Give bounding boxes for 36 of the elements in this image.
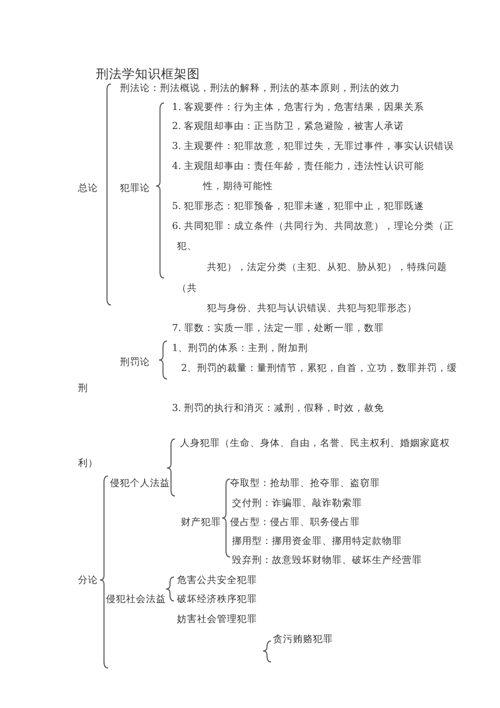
outline-text: 侵犯社会法益 bbox=[106, 593, 166, 606]
outline-text: 人身犯罪（生命、身体、自由，名誉、民主权利、婚姻家庭权 bbox=[180, 437, 450, 450]
outline-text: 2. 客观阻却事由：正当防卫，紧急避险，被害人承诺 bbox=[172, 120, 404, 133]
outline-text: （共 bbox=[177, 282, 197, 295]
outline-text: 3. 刑罚的执行和消灭：减刑，假释，时效，赦免 bbox=[172, 402, 384, 415]
outline-text: 4. 主观阻却事由：责任年龄，责任能力，违法性认识可能 bbox=[172, 160, 424, 173]
outline-text: 分论 bbox=[78, 574, 98, 587]
outline-text: 刑罚论 bbox=[120, 356, 150, 369]
outline-text: 犯罪论 bbox=[120, 182, 150, 195]
outline-text: 3. 主观要件：犯罪故意，犯罪过失，无罪过事件，事实认识错误 bbox=[172, 140, 454, 153]
outline-text: 1. 客观要件：行为主体，危害行为，危害结果，因果关系 bbox=[172, 101, 424, 114]
outline-text: 夺取型：抢劫罪、抢夺罪、盗窃罪 bbox=[230, 477, 380, 490]
outline-text: 性，期待可能性 bbox=[203, 180, 273, 193]
outline-text: 7. 罪数：实质一罪，法定一罪，处断一罪，数罪 bbox=[172, 322, 384, 335]
outline-text: 6. 共同犯罪：成立条件（共同行为、共同故意），理论分类（正 bbox=[172, 220, 454, 233]
outline-text: 危害公共安全犯罪 bbox=[177, 574, 257, 587]
outline-text: 共犯），法定分类（主犯、从犯、胁从犯），特殊问题 bbox=[207, 261, 447, 274]
title: 刑法学知识框架图 bbox=[96, 66, 200, 81]
outline-text: 犯、 bbox=[177, 240, 197, 253]
outline-text: 总论 bbox=[78, 182, 98, 195]
outline-text: 挪用型：挪用资金罪、挪用特定款物罪 bbox=[232, 535, 402, 548]
outline-text: 破坏经济秩序犯罪 bbox=[177, 593, 257, 606]
outline-text: 2、刑罚的裁量：量刑情节，累犯，自首，立功，数罪并罚，缓 bbox=[181, 362, 458, 375]
outline-text: 利） bbox=[78, 457, 98, 470]
outline-text: 5. 犯罪形态：犯罪预备，犯罪未遂，犯罪中止，犯罪既遂 bbox=[172, 200, 424, 213]
outline-text: 交付刑：诈骗罪、敲诈勒索罪 bbox=[232, 497, 362, 510]
outline-text: 侵犯个人法益 bbox=[110, 477, 170, 490]
outline-text: 妨害社会管理犯罪 bbox=[177, 613, 257, 626]
outline-text: 毁弃刑：故意毁坏财物罪、破坏生产经营罪 bbox=[232, 554, 422, 567]
outline-text: 财产犯罪 bbox=[181, 516, 221, 529]
outline-text: 贪污贿赂犯罪 bbox=[273, 633, 333, 646]
outline-text: 刑 bbox=[78, 382, 88, 395]
outline-text: 刑法论：刑法概说，刑法的解释，刑法的基本原则，刑法的效力 bbox=[120, 82, 400, 95]
outline-text: 犯与身份、共犯与认识错误、共犯与犯罪形态） bbox=[207, 302, 417, 315]
outline-text: 侵占型：侵占罪、职务侵占罪 bbox=[230, 516, 360, 529]
outline-text: 1、刑罚的体系：主刑，附加刑 bbox=[172, 342, 308, 355]
